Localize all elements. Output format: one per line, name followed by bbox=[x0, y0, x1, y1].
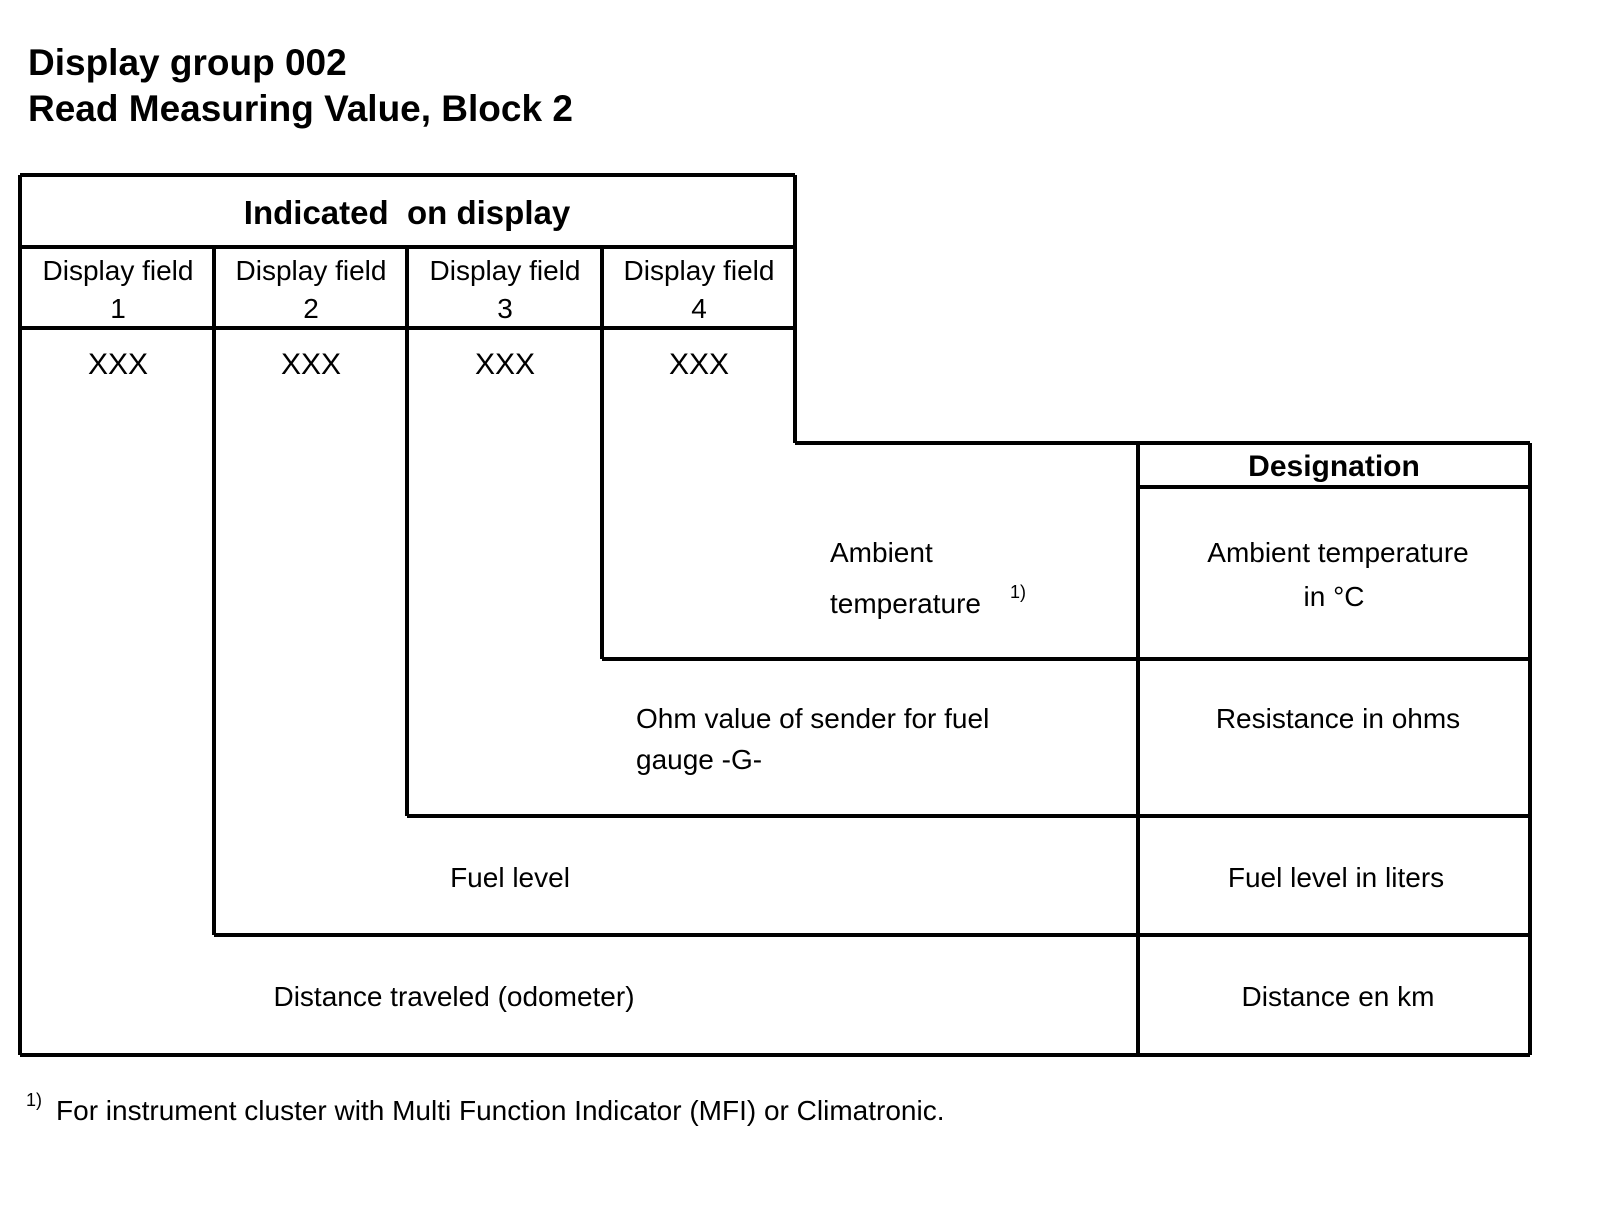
display-field-3-value: XXX bbox=[475, 348, 535, 381]
display-field-4-number: 4 bbox=[691, 293, 707, 324]
row-fuel-designation: Fuel level in liters bbox=[1228, 862, 1444, 893]
display-field-1-number: 1 bbox=[110, 293, 126, 324]
footnote-ref-marker: 1) bbox=[1010, 582, 1026, 602]
display-field-1-label: Display field bbox=[43, 255, 194, 286]
display-field-1-value: XXX bbox=[88, 348, 148, 381]
display-field-3-label: Display field bbox=[430, 255, 581, 286]
row-ambient-desc-line2: temperature bbox=[830, 588, 981, 619]
display-field-2-label: Display field bbox=[236, 255, 387, 286]
row-ambient-desc-line1: Ambient bbox=[830, 537, 933, 568]
designation-header: Designation bbox=[1248, 450, 1420, 483]
footnote-marker: 1) bbox=[26, 1090, 43, 1110]
display-field-4-label: Display field bbox=[624, 255, 775, 286]
row-ohm-designation: Resistance in ohms bbox=[1216, 703, 1460, 734]
diagram-lines bbox=[18, 173, 1532, 1057]
row-distance-designation: Distance en km bbox=[1242, 981, 1435, 1012]
row-fuel-desc: Fuel level bbox=[450, 862, 570, 893]
title-read-measuring-value: Read Measuring Value, Block 2 bbox=[28, 88, 573, 129]
display-field-3-number: 3 bbox=[497, 293, 513, 324]
display-field-2-number: 2 bbox=[303, 293, 319, 324]
row-ohm-desc-line2: gauge -G- bbox=[636, 744, 762, 775]
title-display-group: Display group 002 bbox=[28, 42, 347, 83]
row-ambient-designation-line2: in °C bbox=[1304, 581, 1365, 612]
display-field-4-value: XXX bbox=[669, 348, 729, 381]
footnote-text: For instrument cluster with Multi Functi… bbox=[56, 1095, 945, 1126]
indicated-on-display-header: Indicated on display bbox=[244, 194, 571, 231]
row-distance-desc: Distance traveled (odometer) bbox=[273, 981, 634, 1012]
row-ambient-designation-line1: Ambient temperature bbox=[1207, 537, 1468, 568]
footnote: 1) For instrument cluster with Multi Func… bbox=[26, 1090, 944, 1127]
display-field-2-value: XXX bbox=[281, 348, 341, 381]
row-ohm-desc-line1: Ohm value of sender for fuel bbox=[636, 703, 989, 734]
